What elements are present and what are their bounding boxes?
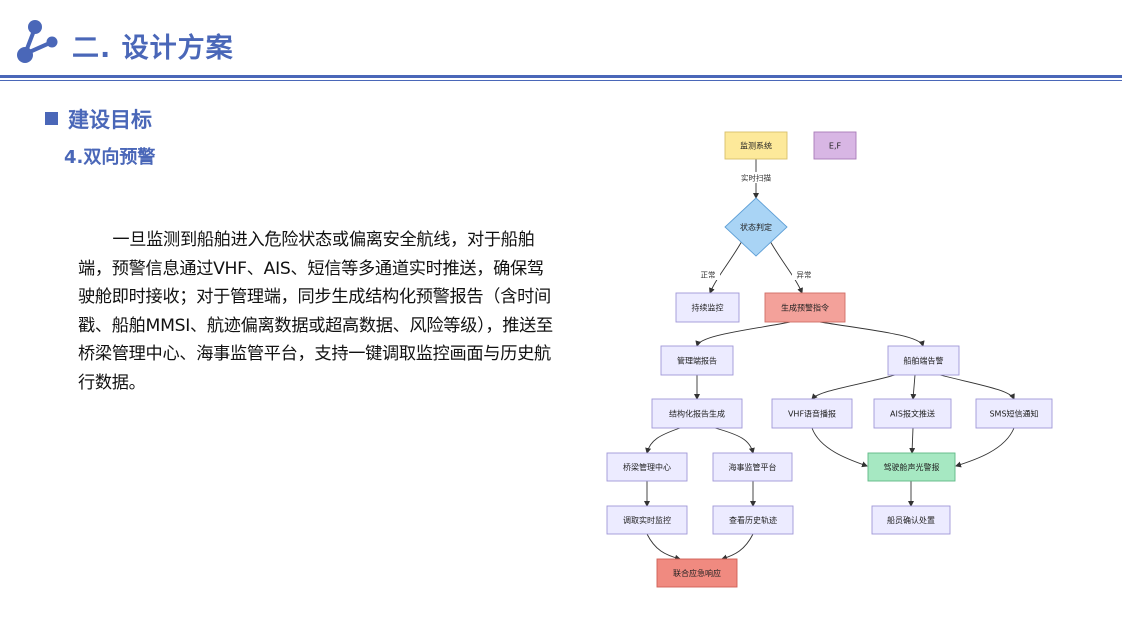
node-label-maritime: 海事监管平台 (729, 462, 777, 472)
node-realtime (606, 505, 688, 535)
bullet-square-icon (45, 112, 58, 125)
edge-label-abnormal: 异常 (797, 271, 812, 280)
node-label-ais: AIS报文推送 (890, 409, 935, 419)
node-label-ship-alert: 船舶端告警 (904, 356, 944, 366)
node-ais (873, 398, 952, 429)
section-subtitle: 4.双向预警 (64, 147, 156, 168)
node-label-alert: 生成预警指令 (781, 303, 829, 313)
edge-sms-cockpit (955, 427, 1015, 468)
node-decision (724, 197, 788, 257)
node-monitor (724, 131, 788, 160)
edge-decision-alert (769, 240, 803, 294)
edge-label-normal: 正常 (701, 271, 716, 280)
description-paragraph: 一旦监测到船舶进入危险状态或偏离安全航线，对于船舶端，预警信息通过VHF、AIS… (78, 230, 553, 393)
node-struct-report (651, 398, 743, 429)
edge-label-scan-bg (736, 172, 776, 183)
header-divider (0, 75, 1122, 78)
node-label-ef: E,F (829, 142, 842, 151)
node-joint (656, 558, 738, 588)
node-label-monitor: 监测系统 (740, 141, 772, 151)
section-title: 建设目标 (68, 108, 152, 132)
node-label-crew: 船员确认处置 (887, 515, 935, 525)
edge-struct-bridge (645, 427, 681, 454)
edge-label-scan: 实时扫描 (741, 173, 771, 183)
node-label-sms: SMS短信通知 (989, 409, 1038, 419)
node-label-cockpit: 驾驶舱声光警报 (884, 462, 940, 472)
edge-label-normal-bg (696, 269, 720, 280)
node-label-history: 查看历史轨迹 (729, 515, 777, 525)
node-keep (675, 292, 740, 323)
node-label-decision: 状态判定 (740, 222, 772, 232)
node-ship-alert (887, 345, 960, 376)
node-ef (813, 131, 857, 160)
node-crew (871, 505, 951, 535)
edge-struct-maritime (714, 427, 755, 454)
flowchart: 实时扫描正常 异常 监测系统 E,F 持续监控 生成预警指令管理端报告 船舶端告警结构化报告… (596, 124, 1066, 594)
edge-alert-mgmt (695, 321, 791, 347)
edge-ship-sms (939, 374, 1015, 400)
node-cockpit (867, 452, 956, 482)
node-mgmt-report (660, 345, 734, 376)
node-label-joint: 联合应急响应 (673, 568, 721, 578)
node-maritime (712, 452, 793, 482)
node-sms (975, 398, 1053, 429)
edge-alert-ship (819, 321, 925, 347)
edge-label-abnormal-bg (792, 269, 816, 280)
node-label-mgmt-report: 管理端报告 (677, 356, 717, 366)
slide-header: 二. 设计方案 (0, 0, 1122, 82)
edge-realtime-joint (646, 533, 681, 561)
node-label-vhf: VHF语音播报 (788, 409, 836, 419)
node-label-bridge: 桥梁管理中心 (623, 462, 671, 472)
page-title: 二. 设计方案 (72, 33, 234, 64)
edge-ship-ais (910, 374, 917, 400)
node-label-realtime: 调取实时监控 (623, 515, 671, 525)
share-nodes-icon (17, 20, 58, 63)
node-alert (764, 292, 846, 323)
edge-vhf-cockpit (811, 427, 868, 468)
edge-ais-cockpit (909, 427, 916, 454)
edge-history-joint (721, 533, 754, 561)
node-label-keep: 持续监控 (692, 303, 724, 313)
node-bridge (606, 452, 688, 482)
header-divider-thin (0, 80, 1122, 81)
node-history (712, 505, 794, 535)
edge-decision-keep (709, 240, 743, 294)
edge-ship-vhf (811, 374, 896, 400)
node-vhf (771, 398, 853, 429)
node-label-struct-report: 结构化报告生成 (669, 409, 725, 419)
